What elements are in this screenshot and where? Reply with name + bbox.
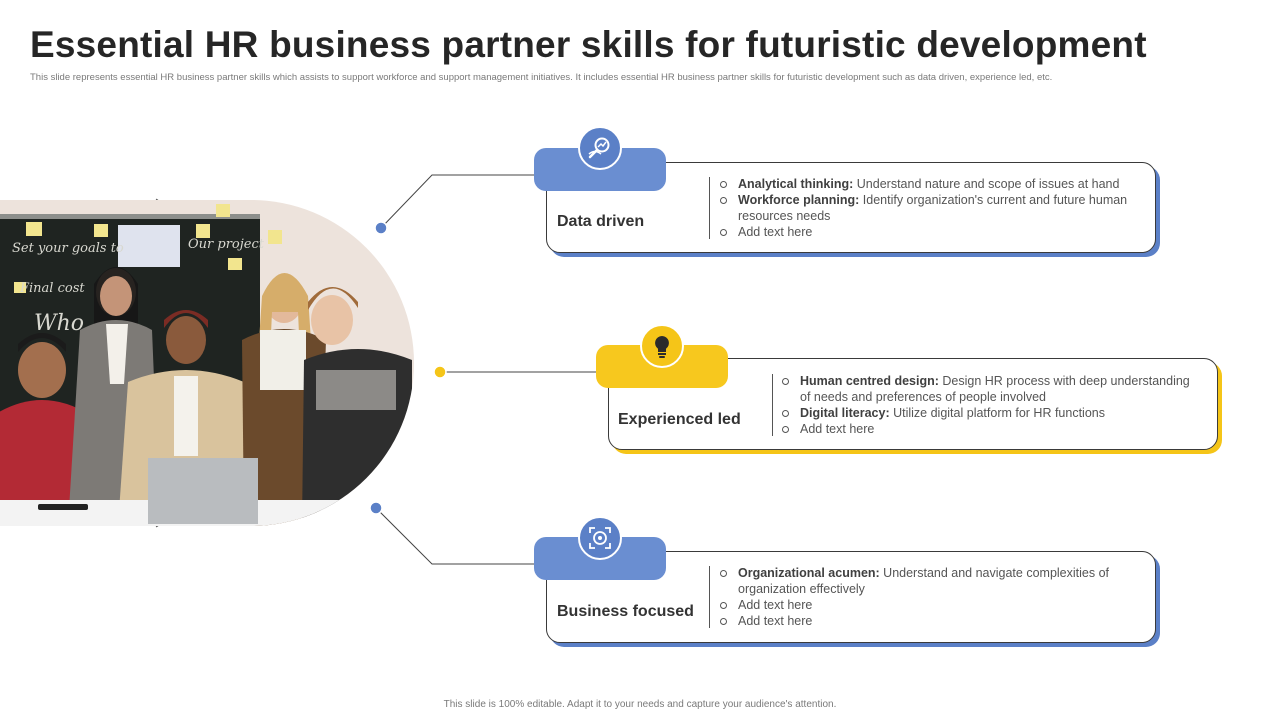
target-focus-icon [578, 516, 622, 560]
connector-line-1 [380, 174, 536, 229]
list-item: Add text here [718, 597, 1148, 613]
svg-text:Our project: Our project [188, 237, 265, 252]
bullet-text: Add text here [800, 422, 875, 436]
bullet-text: Utilize digital platform for HR function… [889, 406, 1105, 420]
slide-title: Essential HR business partner skills for… [30, 24, 1147, 65]
list-item: Organizational acumen: Understand and na… [718, 565, 1148, 597]
svg-text:Final cost: Final cost [19, 281, 85, 296]
list-item: Analytical thinking: Understand nature a… [718, 176, 1148, 192]
card-divider [709, 566, 710, 628]
bullet-text: Understand nature and scope of issues at… [853, 177, 1120, 191]
analytics-magnifier-icon [578, 126, 622, 170]
lightbulb-icon [640, 324, 684, 368]
bullet-text: Add text here [738, 225, 813, 239]
list-item: Digital literacy: Utilize digital platfo… [780, 405, 1190, 421]
card-label: Experienced led [618, 411, 741, 428]
bullet-text: Identify organization's current and futu… [738, 193, 1128, 223]
connector-dot-2 [433, 365, 447, 379]
bullet-term: Workforce planning: [738, 193, 860, 207]
svg-text:Set your goals to: Set your goals to [12, 241, 124, 256]
bullet-text: Design HR process with deep understandin… [800, 374, 1190, 404]
bullet-list: Organizational acumen: Understand and na… [718, 565, 1148, 629]
slide-footer: This slide is 100% editable. Adapt it to… [443, 699, 837, 710]
svg-text:Who: Who [34, 311, 84, 336]
connector-dot-1 [374, 221, 388, 235]
connector-dot-3 [369, 501, 383, 515]
bullet-term: Organizational acumen: [738, 566, 880, 580]
card-label: Business focused [557, 603, 694, 620]
card-divider [709, 177, 710, 239]
bullet-text: Add text here [738, 614, 813, 628]
bullet-list: Analytical thinking: Understand nature a… [718, 176, 1148, 240]
list-item: Workforce planning: Identify organizatio… [718, 192, 1148, 224]
slide-subtitle: This slide represents essential HR busin… [30, 72, 1053, 83]
card-divider [772, 374, 773, 436]
list-item: Add text here [780, 421, 1190, 437]
team-photo: Set your goals to Final cost Who Our pro… [0, 200, 414, 526]
list-item: Add text here [718, 613, 1148, 629]
card-label: Data driven [557, 213, 645, 230]
list-item: Human centred design: Design HR process … [780, 373, 1190, 405]
bullet-term: Human centred design: [800, 374, 939, 388]
bullet-text: Add text here [738, 598, 813, 612]
list-item: Add text here [718, 224, 1148, 240]
bullet-text: Understand and navigate complexities of … [738, 566, 1110, 596]
bullet-term: Digital literacy: [800, 406, 890, 420]
bullet-term: Analytical thinking: [738, 177, 854, 191]
connector-line-3 [375, 507, 536, 565]
bullet-list: Human centred design: Design HR process … [780, 373, 1190, 437]
